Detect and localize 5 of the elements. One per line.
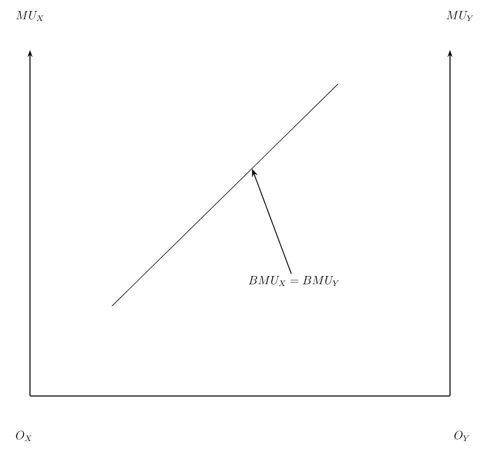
- axis-label: $MU_X$: [16, 11, 44, 21]
- axis-label: $MU_Y$: [446, 11, 474, 21]
- axis-label: $O_Y$: [454, 430, 470, 441]
- diagonal-line: [112, 84, 338, 306]
- axis-label: $O_X$: [16, 430, 32, 441]
